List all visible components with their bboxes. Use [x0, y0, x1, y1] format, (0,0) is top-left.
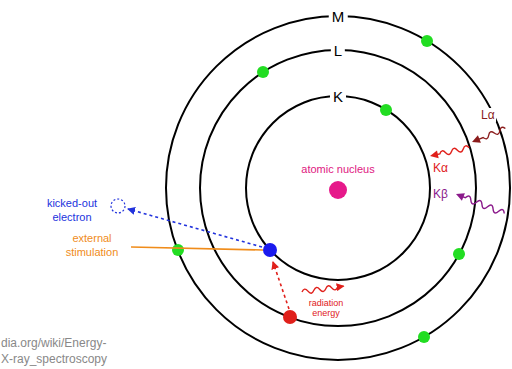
source-watermark: dia.org/wiki/Energy- — [1, 336, 171, 350]
shell-label: L — [331, 42, 345, 59]
transition-arrow — [273, 262, 289, 309]
electron-dot — [380, 104, 392, 116]
electron-label-box: kicked-out electron — [34, 196, 110, 224]
stimulation-label: external stimulation — [54, 231, 130, 259]
electron-dot — [172, 244, 184, 256]
shell-label: K — [330, 88, 346, 105]
electron-dot — [421, 35, 433, 47]
electron-dot — [257, 66, 269, 78]
electron-dot — [418, 331, 430, 343]
shell-ring — [166, 16, 510, 360]
line-label-box: Kβ — [433, 187, 457, 201]
line-label-box: Lα — [480, 105, 504, 123]
photon-wave — [429, 144, 470, 160]
stimulation-leader — [131, 247, 263, 250]
stimulation-label-box: external stimulation — [54, 231, 130, 259]
electron-dot — [453, 248, 465, 260]
arrow-head — [429, 150, 438, 159]
electron-dot — [263, 243, 277, 257]
line-label-box: Kα — [433, 161, 457, 175]
photon-wave-path — [461, 194, 505, 216]
line-label: Kβ — [433, 187, 457, 201]
radiation-label-box: radiation energy — [294, 298, 358, 318]
photon-wave-path — [302, 284, 344, 295]
arrow-head — [455, 190, 465, 200]
arrow-head — [471, 135, 481, 145]
photon-wave — [455, 190, 506, 217]
electron-label: kicked-out electron — [34, 196, 110, 224]
shell-label: M — [329, 8, 348, 25]
shell-ring — [246, 96, 430, 280]
ejected-electron — [111, 199, 125, 213]
nucleus-label: atomic nucleus — [283, 163, 393, 176]
photon-wave — [471, 125, 507, 146]
shell-ring — [200, 50, 476, 326]
source-watermark-box: X-ray_spectroscopy — [1, 352, 171, 366]
photon-wave — [302, 284, 344, 295]
nucleus-label-box: atomic nucleus — [283, 163, 393, 176]
source-watermark-box: dia.org/wiki/Energy- — [1, 336, 171, 350]
photon-wave-path — [478, 126, 507, 141]
line-label: Lα — [480, 108, 496, 122]
ejection-arrow — [128, 209, 262, 247]
photon-wave-path — [436, 145, 469, 157]
source-watermark: X-ray_spectroscopy — [1, 352, 171, 366]
electron-dot — [283, 310, 297, 324]
nucleus-dot — [329, 181, 347, 199]
line-label: Kα — [433, 161, 457, 175]
radiation-label: radiation energy — [294, 298, 358, 318]
